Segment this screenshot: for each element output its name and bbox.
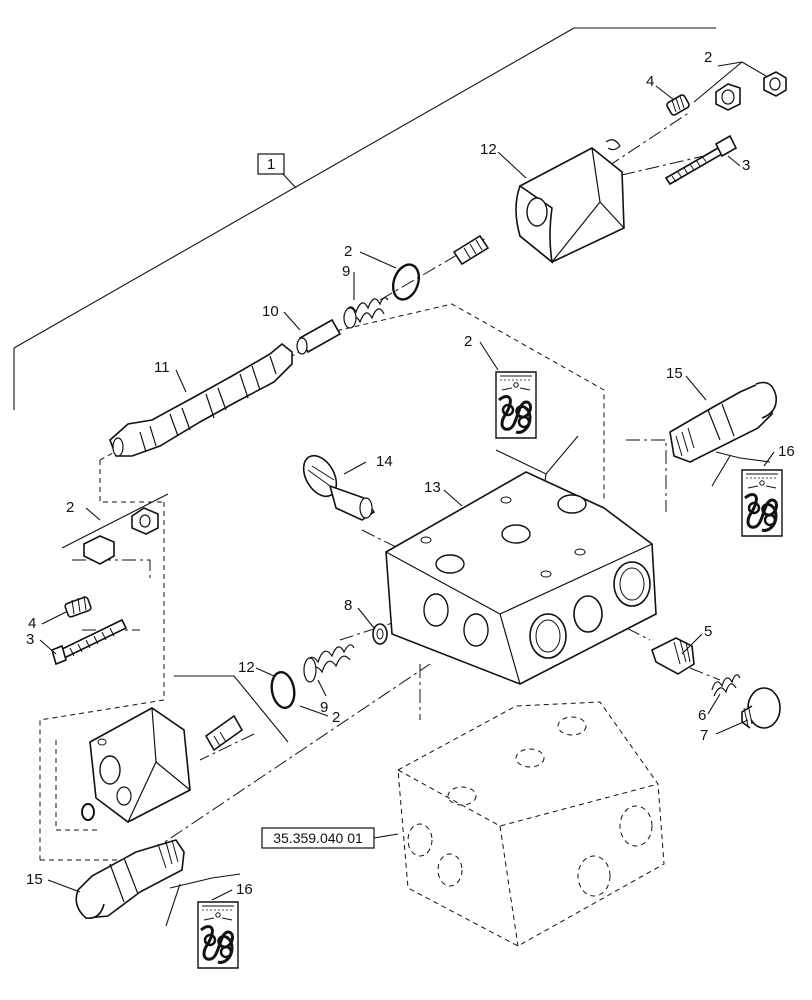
callout-5: 5 bbox=[704, 623, 712, 640]
reference-block-phantom bbox=[397, 701, 665, 947]
callout-10: 10 bbox=[262, 303, 279, 320]
assembly-number-box: 1 bbox=[257, 153, 285, 175]
left-bracket bbox=[61, 493, 169, 549]
top-spool-stack bbox=[109, 263, 421, 457]
left-fittings bbox=[51, 507, 159, 666]
callout-4-top: 4 bbox=[646, 73, 654, 90]
callout-2-kit: 2 bbox=[464, 333, 472, 350]
svg-text:35.359.040 01: 35.359.040 01 bbox=[273, 830, 363, 846]
callout-4-left: 4 bbox=[28, 615, 36, 632]
spring-6 bbox=[711, 674, 741, 697]
relief-plug-14 bbox=[302, 454, 376, 521]
callout-leaders bbox=[39, 61, 775, 901]
seal-kit-bag-icon bbox=[196, 900, 240, 970]
callout-6: 6 bbox=[698, 707, 706, 724]
seal-kit-bag-icon bbox=[740, 468, 784, 538]
bottom-solenoid-housing bbox=[81, 707, 244, 823]
callout-2-oring-top: 2 bbox=[344, 243, 352, 260]
callout-labels: 2 4 3 12 2 9 10 11 2 15 16 14 13 2 4 3 8… bbox=[26, 49, 795, 898]
callout-2-top-right: 2 bbox=[704, 49, 712, 66]
svg-text:1: 1 bbox=[267, 156, 275, 173]
callout-15-left: 15 bbox=[26, 871, 43, 888]
callout-3-top: 3 bbox=[742, 157, 750, 174]
left-fitting bbox=[75, 839, 185, 920]
callout-2-left: 2 bbox=[66, 499, 74, 516]
callout-16-left: 16 bbox=[236, 881, 253, 898]
callout-9-top: 9 bbox=[342, 263, 350, 280]
callout-9-bottom: 9 bbox=[320, 699, 328, 716]
callout-7: 7 bbox=[700, 727, 708, 744]
valve-block-13 bbox=[385, 471, 657, 685]
callout-8: 8 bbox=[344, 597, 352, 614]
bottom-oring-2 bbox=[270, 670, 296, 710]
washer-8 bbox=[372, 623, 388, 645]
callout-2-oring-bottom: 2 bbox=[332, 709, 340, 726]
top-right-fittings bbox=[605, 61, 787, 186]
check-valve-5 bbox=[651, 637, 695, 675]
callout-12-top: 12 bbox=[480, 141, 497, 158]
top-solenoid-housing bbox=[452, 147, 625, 266]
reference-label-box: 35.359.040 01 bbox=[261, 827, 375, 849]
callout-16-right: 16 bbox=[778, 443, 795, 460]
callout-13: 13 bbox=[424, 479, 441, 496]
seal-kit-bag-icon bbox=[494, 370, 538, 440]
bottom-spring-9 bbox=[303, 644, 355, 683]
assembly-bracket bbox=[13, 27, 716, 410]
callout-3-left: 3 bbox=[26, 631, 34, 648]
callout-14: 14 bbox=[376, 453, 393, 470]
callout-12-bottom: 12 bbox=[238, 659, 255, 676]
plug-7 bbox=[741, 687, 781, 729]
callout-11: 11 bbox=[154, 359, 170, 376]
callout-15-right: 15 bbox=[666, 365, 683, 382]
right-fitting bbox=[669, 381, 778, 463]
